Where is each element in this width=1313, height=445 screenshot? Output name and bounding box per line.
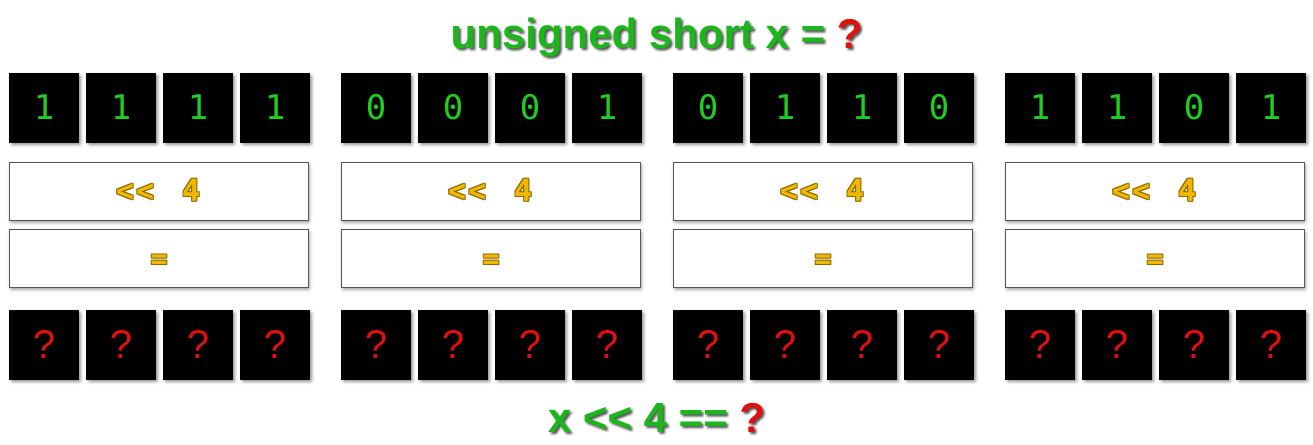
unknown-bit-cell: ? [86,310,156,380]
input-bits: 1 1 0 1 [1005,73,1306,143]
shift-amount: 4 [846,174,867,209]
unknown-bit-cell: ? [163,310,233,380]
unknown-bit-cell: ? [673,310,743,380]
unknown-value-mark: ? [739,394,766,441]
equals-sign: = [1146,242,1164,275]
shift-amount: 4 [1178,174,1199,209]
unknown-bit-cell: ? [341,310,411,380]
unknown-bit-cell: ? [750,310,820,380]
shift-operator: << [1111,174,1153,209]
bit-cell: 1 [240,73,310,143]
shift-operator-box: << 4 [9,162,309,221]
bit-cell: 0 [673,73,743,143]
declaration-text: unsigned short x = [450,10,837,57]
page-title: unsigned short x = ? [0,8,1313,60]
bit-cell: 1 [163,73,233,143]
bit-cell: 1 [9,73,79,143]
bit-cell: 0 [1159,73,1229,143]
result-bits: ? ? ? ? [1005,310,1306,380]
bit-cell: 0 [904,73,974,143]
result-bits: ? ? ? ? [673,310,974,380]
unknown-bit-cell: ? [827,310,897,380]
bit-cell: 0 [341,73,411,143]
shift-amount: 4 [514,174,535,209]
expression-text: x << 4 == [547,394,740,441]
shift-operator-box: << 4 [341,162,641,221]
input-bits: 0 1 1 0 [673,73,974,143]
bit-cell: 1 [750,73,820,143]
unknown-bit-cell: ? [1159,310,1229,380]
shift-operator-box: << 4 [673,162,973,221]
unknown-bit-cell: ? [1236,310,1306,380]
shift-operator: << [115,174,157,209]
equals-box: = [1005,229,1305,288]
unknown-bit-cell: ? [418,310,488,380]
result-bits: ? ? ? ? [341,310,642,380]
equals-sign: = [150,242,168,275]
bit-cell: 0 [418,73,488,143]
result-bits: ? ? ? ? [9,310,310,380]
equals-box: = [673,229,973,288]
bit-cell: 1 [827,73,897,143]
expression-caption: x << 4 == ? [0,392,1313,444]
shift-operator-box: << 4 [1005,162,1305,221]
input-bits: 1 1 1 1 [9,73,310,143]
bit-cell: 1 [1005,73,1075,143]
equals-sign: = [814,242,832,275]
unknown-bit-cell: ? [495,310,565,380]
unknown-bit-cell: ? [904,310,974,380]
unknown-bit-cell: ? [1082,310,1152,380]
bit-cell: 1 [572,73,642,143]
unknown-bit-cell: ? [572,310,642,380]
shift-amount: 4 [182,174,203,209]
unknown-bit-cell: ? [1005,310,1075,380]
bit-cell: 1 [1236,73,1306,143]
unknown-value-mark: ? [836,10,863,57]
equals-box: = [341,229,641,288]
bit-cell: 0 [495,73,565,143]
bit-cell: 1 [86,73,156,143]
bit-cell: 1 [1082,73,1152,143]
shift-operator: << [447,174,489,209]
equals-box: = [9,229,309,288]
shift-operator: << [779,174,821,209]
equals-sign: = [482,242,500,275]
unknown-bit-cell: ? [240,310,310,380]
unknown-bit-cell: ? [9,310,79,380]
input-bits: 0 0 0 1 [341,73,642,143]
